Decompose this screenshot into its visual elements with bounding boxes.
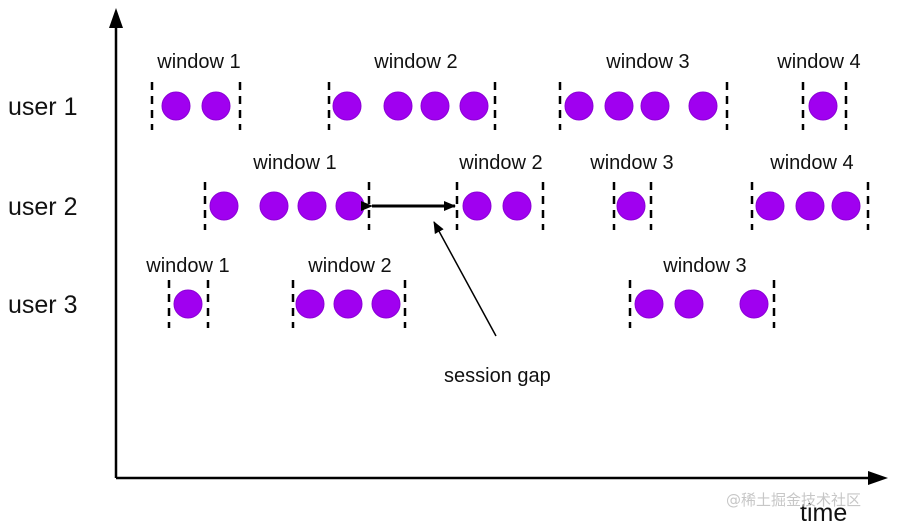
- event-dot: [295, 289, 325, 319]
- window-label: window 4: [769, 152, 853, 174]
- event-dot: [755, 191, 785, 221]
- user-label: user 2: [8, 193, 77, 221]
- window-label: window 1: [156, 51, 240, 73]
- event-dot: [333, 289, 363, 319]
- event-dot: [462, 191, 492, 221]
- event-dot: [831, 191, 861, 221]
- window-label: window 3: [662, 255, 746, 277]
- window-label: window 2: [307, 255, 391, 277]
- user-labels: user 1 user 2 user 3: [8, 93, 77, 319]
- window-label: window 4: [776, 51, 860, 73]
- event-dot: [161, 91, 191, 121]
- window-label: window 1: [252, 152, 336, 174]
- window-label: window 2: [373, 51, 457, 73]
- session-gap-annotation: session gap: [361, 201, 551, 387]
- event-dot: [688, 91, 718, 121]
- event-dot: [383, 91, 413, 121]
- watermark: @稀土掘金技术社区: [726, 491, 862, 509]
- x-axis-label: time: [800, 499, 847, 527]
- axes: time: [109, 8, 888, 527]
- event-dot: [332, 91, 362, 121]
- event-dot: [564, 91, 594, 121]
- session-gap-label: session gap: [444, 365, 551, 387]
- events: [161, 91, 861, 319]
- event-dot: [739, 289, 769, 319]
- event-dot: [459, 91, 489, 121]
- user-label: user 3: [8, 291, 77, 319]
- event-dot: [640, 91, 670, 121]
- event-dot: [297, 191, 327, 221]
- session-gap-pointer: [433, 221, 497, 337]
- event-dot: [674, 289, 704, 319]
- event-dot: [604, 91, 634, 121]
- event-dot: [371, 289, 401, 319]
- y-axis-arrowhead: [109, 8, 123, 28]
- event-dot: [634, 289, 664, 319]
- event-dot: [795, 191, 825, 221]
- x-axis-arrowhead: [868, 471, 888, 485]
- window-label: window 2: [458, 152, 542, 174]
- event-dot: [259, 191, 289, 221]
- event-dot: [808, 91, 838, 121]
- window-label: window 3: [605, 51, 689, 73]
- user-label: user 1: [8, 93, 77, 121]
- event-dot: [502, 191, 532, 221]
- event-dot: [616, 191, 646, 221]
- event-dot: [173, 289, 203, 319]
- window-label: window 3: [589, 152, 673, 174]
- window-labels: window 1 window 2 window 3 window 4 wind…: [145, 51, 860, 277]
- window-label: window 1: [145, 255, 229, 277]
- event-dot: [201, 91, 231, 121]
- event-dot: [420, 91, 450, 121]
- event-dot: [209, 191, 239, 221]
- window-boundaries: [150, 82, 870, 328]
- event-dot: [335, 191, 365, 221]
